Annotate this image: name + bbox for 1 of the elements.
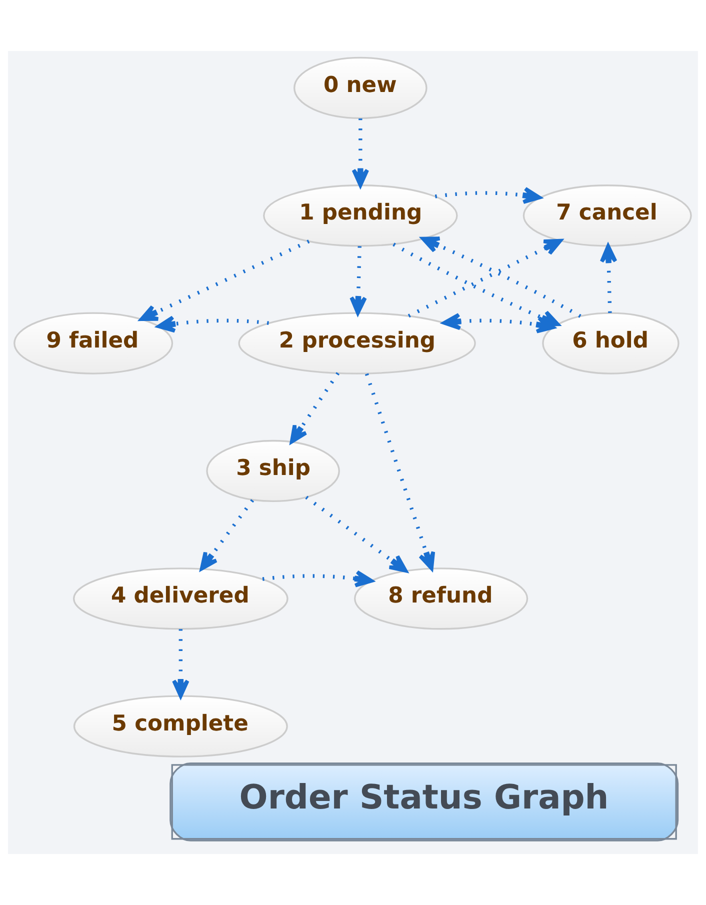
diagram-title: Order Status Graph [239, 778, 609, 817]
